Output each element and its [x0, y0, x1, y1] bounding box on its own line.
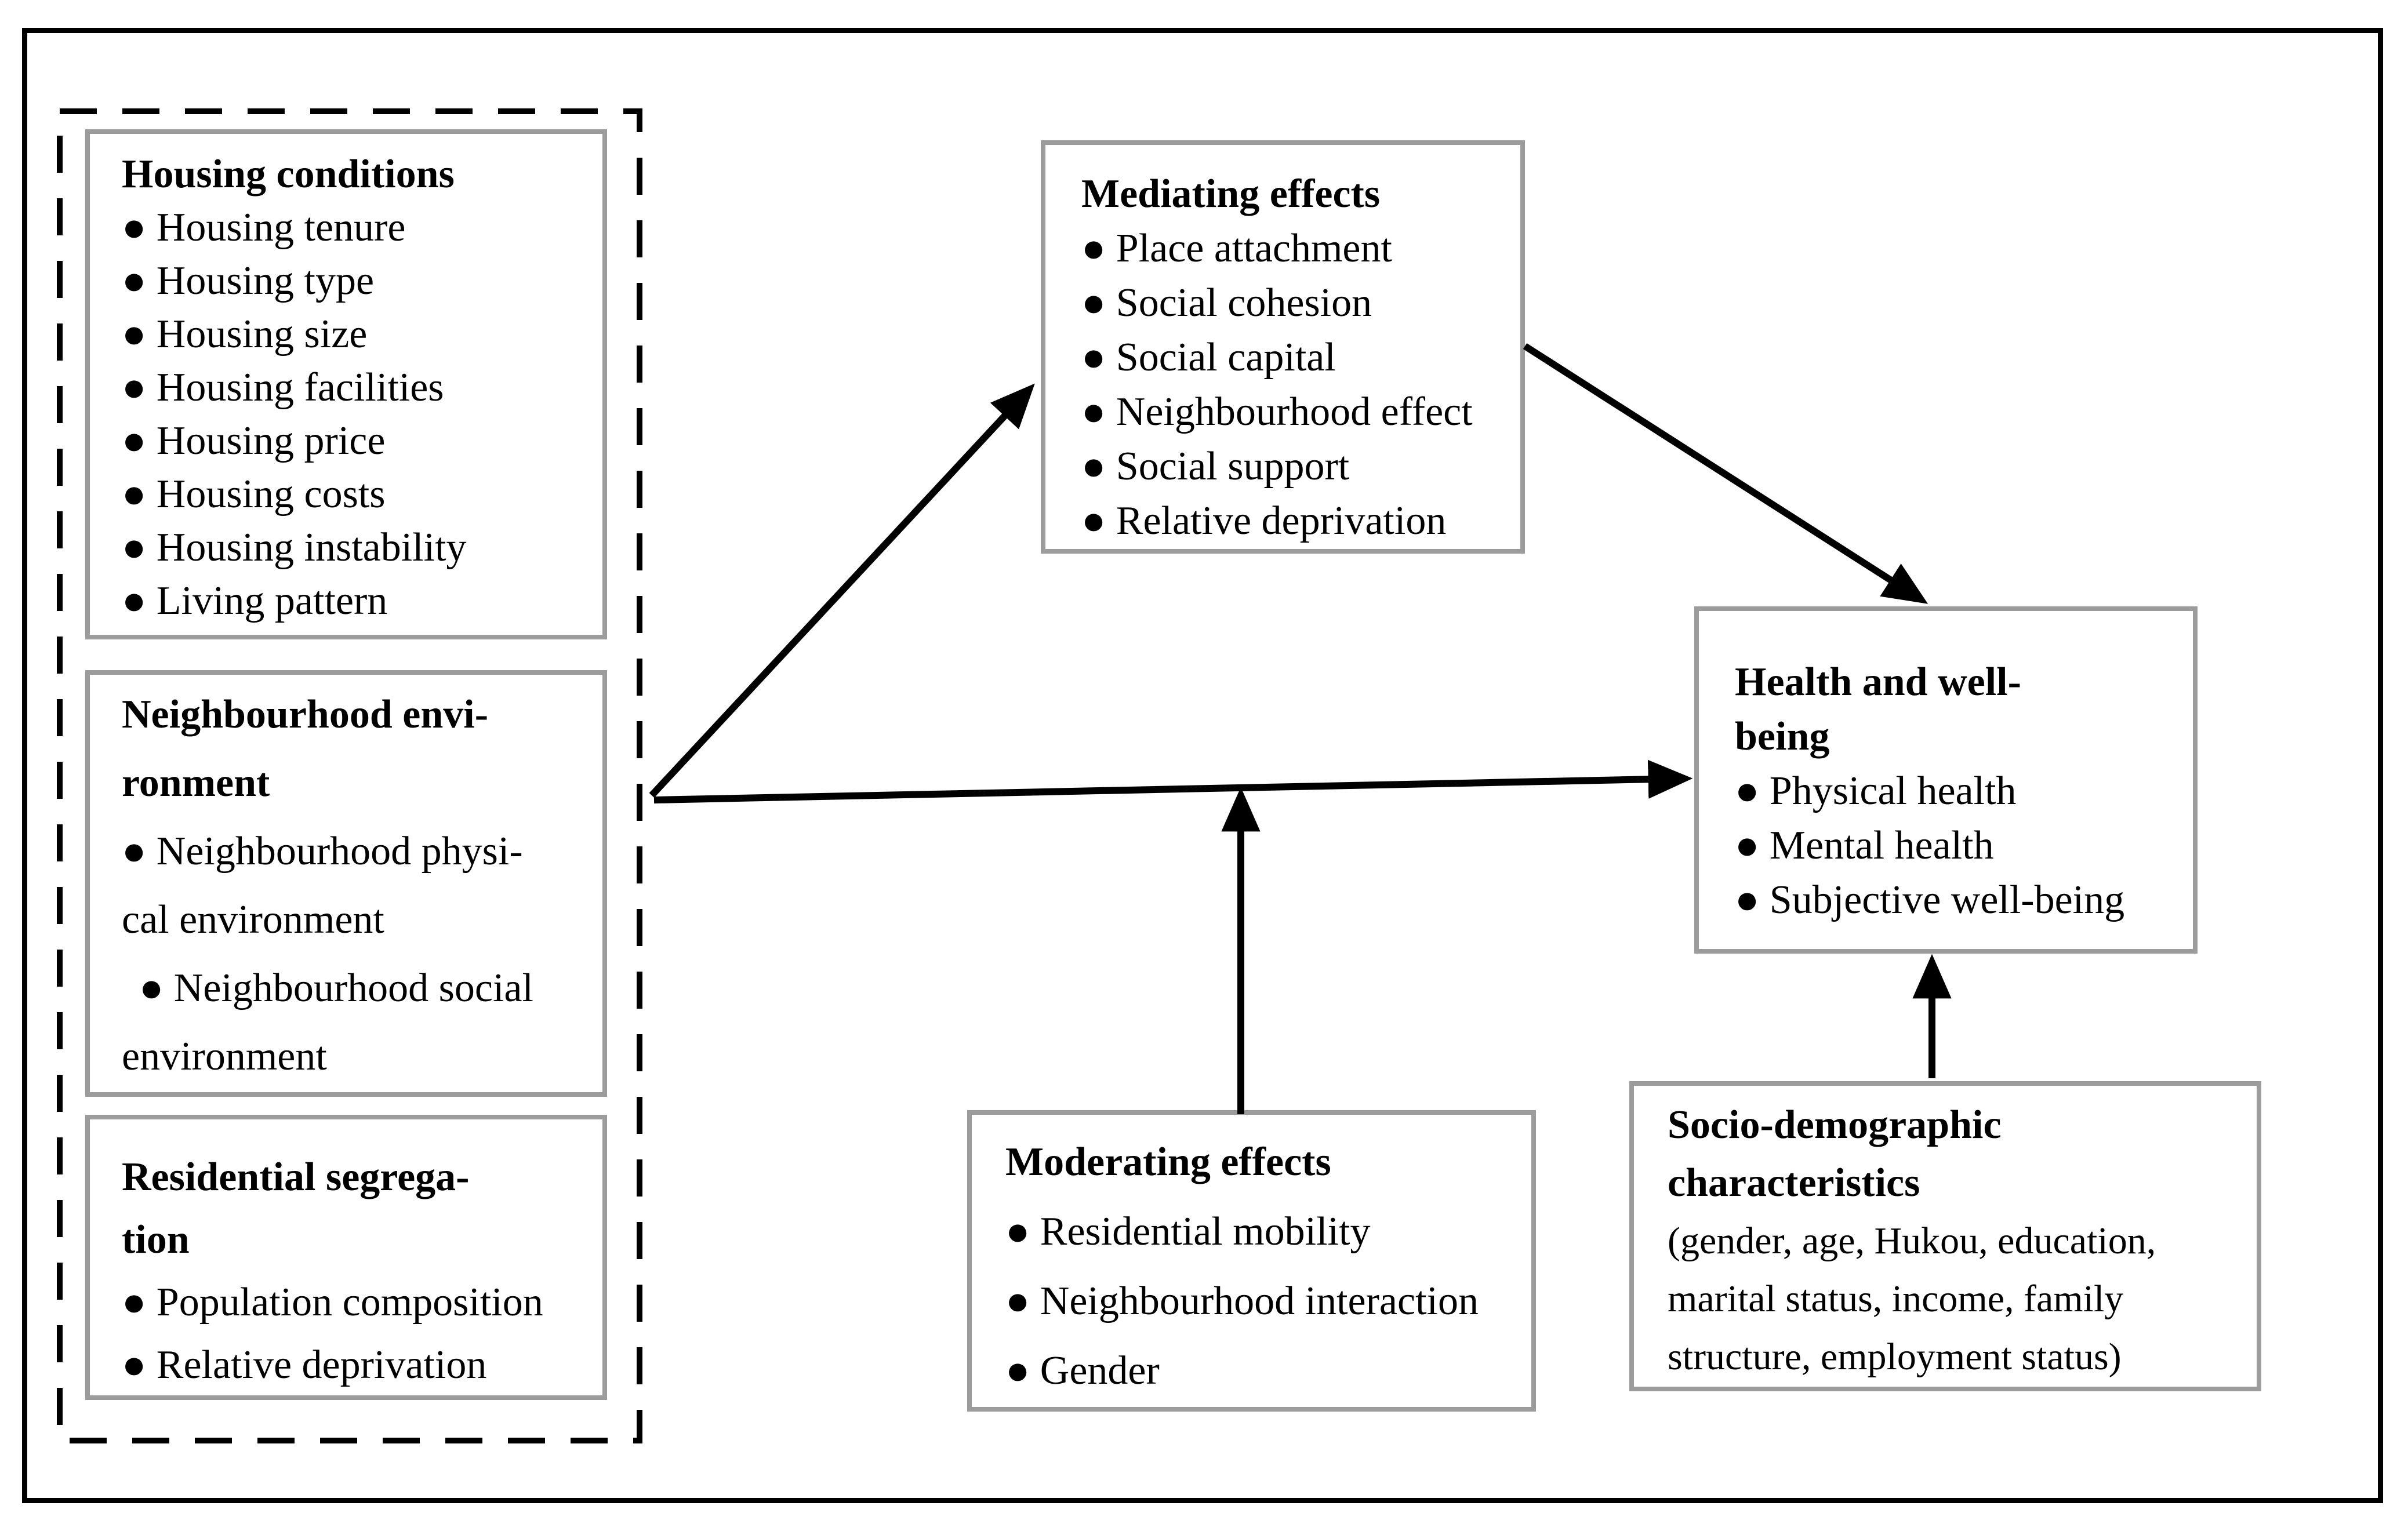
list-item: ● Neighbourhood interaction [1005, 1279, 1479, 1323]
list-item: ● Housing size [122, 312, 368, 357]
outer-frame [22, 28, 2383, 1503]
list-item: ● Place attachment [1081, 226, 1392, 271]
list-item: ● Housing costs [122, 472, 386, 517]
sociodemographic-title: characteristics [1668, 1161, 1920, 1205]
moderating-effects-title: Moderating effects [1005, 1140, 1331, 1184]
sociodemographic-title: Socio-demographic [1668, 1103, 2002, 1147]
sociodemographic-detail: marital status, income, family [1668, 1278, 2124, 1320]
health-and-wellbeing-box: Health and well- being ● Physical health… [1694, 606, 2198, 954]
residential-segregation-title: tion [122, 1217, 190, 1262]
list-item: ● Neighbourhood effect [1081, 390, 1473, 434]
health-and-wellbeing-title: Health and well- [1735, 660, 2021, 704]
list-item: environment [122, 1034, 327, 1079]
housing-conditions-title: Housing conditions [122, 152, 455, 197]
health-and-wellbeing-title: being [1735, 714, 1830, 759]
list-item: ● Residential mobility [1005, 1209, 1371, 1254]
list-item: ● Physical health [1735, 769, 2017, 813]
list-item: ● Subjective well-being [1735, 878, 2125, 922]
sociodemographic-detail: (gender, age, Hukou, education, [1668, 1220, 2156, 1262]
residential-segregation-box: Residential segrega- tion ● Population c… [85, 1115, 607, 1400]
moderating-effects-box: Moderating effects ● Residential mobilit… [967, 1110, 1536, 1412]
list-item: ● Housing instability [122, 525, 467, 570]
residential-segregation-title: Residential segrega- [122, 1155, 470, 1199]
list-item: ● Housing facilities [122, 365, 444, 410]
sociodemographic-detail: structure, employment status) [1668, 1336, 2122, 1378]
list-item: ● Social support [1081, 444, 1350, 489]
list-item: ● Housing price [122, 419, 386, 463]
list-item: ● Population composition [122, 1280, 543, 1325]
list-item: ● Living pattern [122, 579, 388, 623]
list-item: ● Social cohesion [1081, 281, 1372, 325]
list-item: ● Housing tenure [122, 205, 406, 250]
list-item: ● Relative deprivation [122, 1343, 487, 1387]
list-item: ● Neighbourhood social [139, 966, 533, 1010]
list-item: ● Gender [1005, 1348, 1160, 1393]
neighbourhood-environment-title: Neighbourhood envi- [122, 692, 489, 737]
list-item: cal environment [122, 897, 384, 942]
mediating-effects-box: Mediating effects ● Place attachment ● S… [1041, 140, 1525, 554]
list-item: ● Neighbourhood physi- [122, 829, 523, 874]
list-item: ● Housing type [122, 259, 375, 303]
housing-conditions-box: Housing conditions ● Housing tenure ● Ho… [85, 129, 607, 639]
neighbourhood-environment-title: ronment [122, 761, 270, 805]
sociodemographic-box: Socio-demographic characteristics (gende… [1629, 1081, 2261, 1391]
list-item: ● Social capital [1081, 335, 1336, 380]
mediating-effects-title: Mediating effects [1081, 172, 1381, 216]
list-item: ● Mental health [1735, 823, 1994, 868]
list-item: ● Relative deprivation [1081, 499, 1447, 543]
neighbourhood-environment-box: Neighbourhood envi- ronment ● Neighbourh… [85, 670, 607, 1097]
